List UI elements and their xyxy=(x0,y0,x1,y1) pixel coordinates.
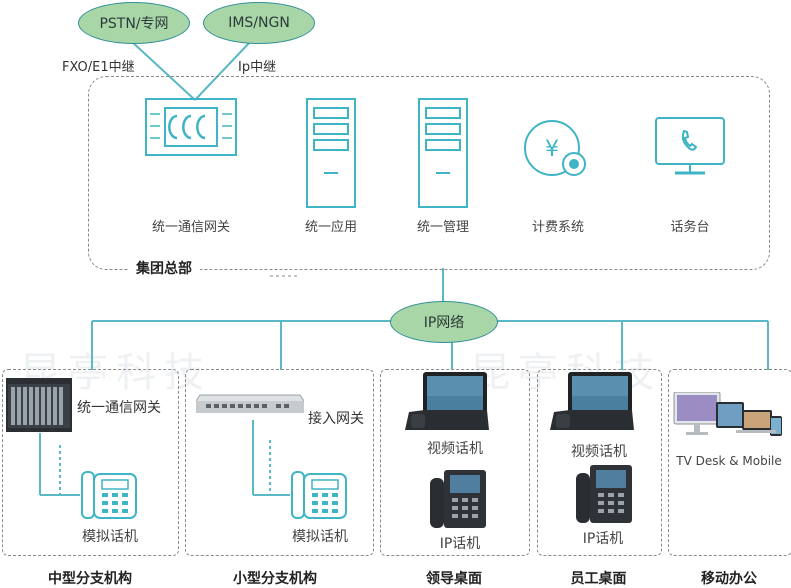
ip-phone-icon xyxy=(576,465,634,523)
gateway-chassis-icon xyxy=(6,378,72,432)
ip-phone-icon xyxy=(430,470,488,528)
branch-container-leader xyxy=(380,369,530,556)
branch-medium-phone-label: 模拟话机 xyxy=(82,529,138,545)
devices-icon xyxy=(672,392,788,440)
branch-staff-title: 员工桌面 xyxy=(570,571,627,587)
branch-small-phone-label: 模拟话机 xyxy=(292,529,348,545)
branch-medium-device-label: 统一通信网关 xyxy=(77,400,161,416)
branch-small-title: 小型分支机构 xyxy=(233,571,317,587)
branch-container-small xyxy=(185,369,374,556)
server-icon xyxy=(306,98,356,208)
branch-leader-title: 领导桌面 xyxy=(426,571,482,587)
video-phone-icon xyxy=(550,372,636,432)
console-icon xyxy=(655,117,725,177)
branch-container-mobile xyxy=(668,369,791,556)
access-gateway-icon xyxy=(196,393,304,417)
pstn-oval: PSTN/专网 xyxy=(78,2,190,44)
ims-oval: IMS/NGN xyxy=(203,2,315,44)
server-icon xyxy=(418,98,468,208)
branch-leader-device-label: 视频话机 xyxy=(427,441,483,457)
ip-trunk-label: Ip中继 xyxy=(238,60,277,75)
ip-network-oval: IP网络 xyxy=(390,301,498,343)
branch-leader-phone-label: IP话机 xyxy=(439,536,481,552)
branch-container-medium xyxy=(2,369,179,556)
branch-mobile-title: 移动办公 xyxy=(701,571,757,587)
hq-item-mgmt: 统一管理 xyxy=(416,220,469,235)
gateway-icon xyxy=(145,98,237,156)
hq-item-app: 统一应用 xyxy=(304,220,357,235)
hq-item-console: 话务台 xyxy=(670,220,710,235)
branch-mobile-device-label: TV Desk & Mobile xyxy=(676,454,782,468)
branch-small-device-label: 接入网关 xyxy=(308,411,364,427)
hq-item-gateway: 统一通信网关 xyxy=(151,220,230,235)
hq-item-billing: 计费系统 xyxy=(531,220,584,235)
fxo-label: FXO/E1中继 xyxy=(62,60,135,75)
billing-icon: ¥ xyxy=(522,118,592,184)
branch-medium-title: 中型分支机构 xyxy=(48,571,132,587)
branch-staff-phone-label: IP话机 xyxy=(582,531,624,547)
hq-title: 集团总部 xyxy=(128,258,200,278)
hq-container xyxy=(88,76,770,270)
branch-container-staff xyxy=(537,369,662,556)
analog-phone-icon xyxy=(290,470,348,520)
svg-text:¥: ¥ xyxy=(545,137,559,162)
branch-staff-device-label: 视频话机 xyxy=(571,444,627,460)
video-phone-icon xyxy=(405,372,491,432)
analog-phone-icon xyxy=(80,470,138,520)
